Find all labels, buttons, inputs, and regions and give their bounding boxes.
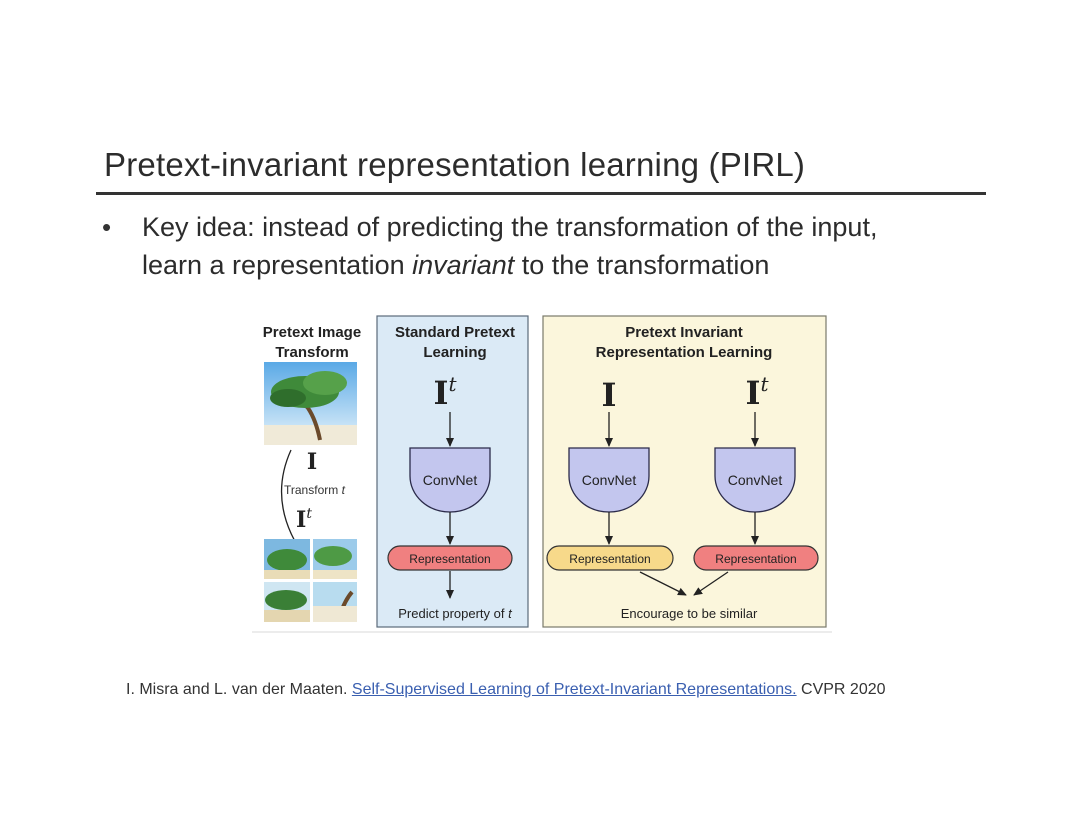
transformed-image-tiles (264, 539, 357, 622)
citation-venue: CVPR 2020 (796, 681, 886, 698)
key-idea-bullet: Key idea: instead of predicting the tran… (142, 208, 1002, 284)
standard-convnet-block (409, 447, 491, 513)
pirl-right-convnet-label: ConvNet (728, 472, 783, 488)
pirl-output-label: Encourage to be similar (621, 606, 758, 621)
bullet-line-2-start: learn a representation (142, 250, 413, 280)
left-heading-line1: Pretext Image (263, 324, 361, 341)
standard-representation-pill (387, 545, 513, 571)
bullet-line-2-end: to the transformation (514, 250, 770, 280)
pirl-right-representation-pill (693, 545, 819, 571)
left-heading-line2: Transform (275, 344, 348, 361)
original-image (264, 362, 357, 445)
left-symbol-I: I (307, 449, 317, 475)
standard-convnet-label: ConvNet (423, 472, 478, 488)
pirl-left-representation-label: Representation (569, 552, 650, 566)
standard-heading-line1: Standard Pretext (395, 324, 515, 341)
pirl-heading-line1: Pretext Invariant (625, 324, 743, 341)
standard-output-label: Predict property of t (398, 606, 513, 621)
paper-link[interactable]: Self-Supervised Learning of Pretext-Inva… (351, 681, 797, 698)
citation: I. Misra and L. van der Maaten. Self-Sup… (126, 681, 886, 699)
bullet-marker: • (102, 212, 112, 242)
bullet-line-1: Key idea: instead of predicting the tran… (142, 212, 878, 242)
title-divider (96, 192, 986, 195)
pirl-heading-line2: Representation Learning (596, 344, 773, 361)
slide-title: Pretext-invariant representation learnin… (104, 146, 806, 183)
pirl-converge-arrow-left (639, 571, 687, 596)
pirl-input-It: It (745, 372, 769, 412)
pirl-input-I: I (602, 376, 617, 414)
standard-input-It: It (433, 372, 457, 412)
pirl-right-representation-label: Representation (715, 552, 796, 566)
standard-representation-label: Representation (409, 552, 490, 566)
pirl-left-convnet-block (568, 447, 650, 513)
pirl-converge-arrow-right (693, 571, 729, 596)
left-symbol-It: It (296, 506, 312, 533)
standard-heading-line2: Learning (423, 344, 486, 361)
pirl-right-convnet-block (714, 447, 796, 513)
bullet-emphasis: invariant (412, 250, 515, 280)
pirl-left-convnet-label: ConvNet (582, 472, 637, 488)
pirl-left-representation-pill (546, 545, 674, 571)
transform-label: Transform t (284, 483, 346, 497)
citation-authors: I. Misra and L. van der Maaten. (126, 681, 352, 698)
